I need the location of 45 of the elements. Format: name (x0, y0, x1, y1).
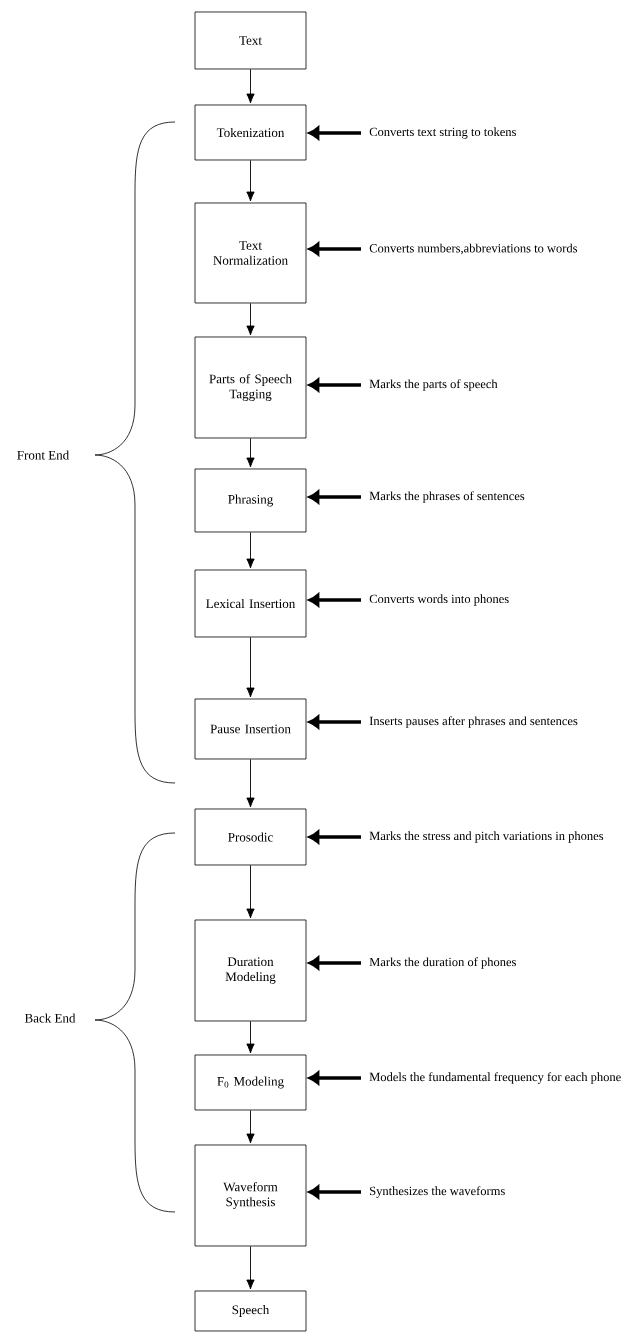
process-box: Text (194, 11, 307, 70)
process-box: Phrasing (194, 468, 307, 533)
process-box: F$_{0}$ Modeling (194, 1054, 307, 1111)
arrow (246, 68, 255, 104)
annotation-text: Converts words into phones (369, 594, 509, 606)
annotation-text: Marks the stress and pitch variations in phones (369, 831, 604, 843)
process-box: Duration Modeling (194, 919, 307, 1022)
section-label: Back End (24, 1013, 76, 1023)
arrow (308, 715, 361, 729)
arrow (308, 956, 361, 970)
arrow (246, 531, 255, 569)
arrow (246, 1109, 255, 1144)
arrow (246, 1245, 255, 1290)
process-box: Tokenization (194, 104, 307, 161)
arrow (246, 437, 255, 468)
annotation-text: Inserts pauses after phrases and sentences (369, 716, 578, 728)
annotation-text: Converts numbers,abbreviations to words (369, 243, 578, 255)
arrow (308, 1185, 361, 1199)
arrow (246, 636, 255, 698)
arrow (308, 830, 361, 844)
arrow (308, 593, 361, 607)
arrow (308, 378, 361, 392)
arrow (246, 758, 255, 808)
process-box: Pause Insertion (194, 698, 307, 760)
annotation-text: Synthesizes the waveforms (370, 1186, 505, 1198)
arrow (308, 126, 361, 140)
arrow (246, 159, 255, 202)
annotation-text: Marks the duration of phones (369, 957, 516, 969)
arrow (308, 490, 361, 504)
arrow (308, 242, 361, 256)
arrow (246, 1020, 255, 1054)
arrow (246, 864, 255, 919)
arrow (246, 302, 255, 336)
arrow (308, 1071, 361, 1085)
annotation-text: Marks the phrases of sentences (369, 491, 525, 503)
process-box: Prosodic (194, 808, 307, 866)
annotation-text: Models the fundamental frequency for each phone (369, 1072, 621, 1084)
process-box: Lexical Insertion (194, 569, 307, 638)
annotation-text: Marks the parts of speech (369, 379, 498, 391)
process-box: Speech (194, 1290, 307, 1332)
process-box: Parts of Speech Tagging (194, 336, 307, 439)
annotation-text: Converts text string to tokens (369, 127, 516, 139)
process-box: Waveform Synthesis (194, 1144, 307, 1247)
process-box: Text Normalization (194, 202, 307, 304)
section-label: Front End (17, 450, 69, 460)
